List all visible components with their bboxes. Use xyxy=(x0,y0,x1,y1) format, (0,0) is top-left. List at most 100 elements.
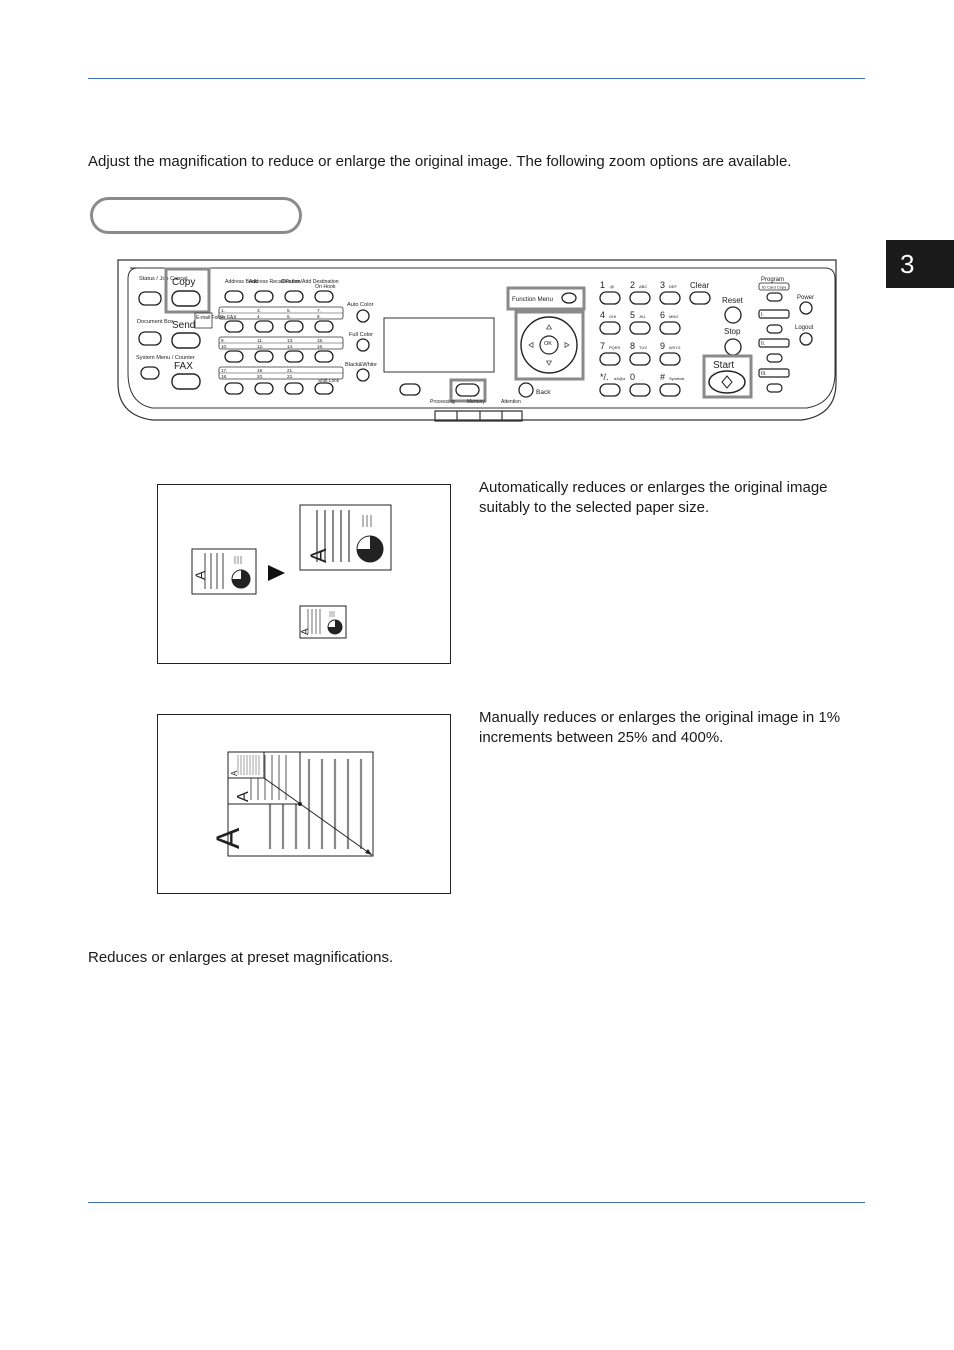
system-menu-button[interactable] xyxy=(140,366,160,380)
keypad-key-number: 6 xyxy=(660,310,665,320)
one-touch-key[interactable] xyxy=(254,290,274,303)
power-button[interactable] xyxy=(799,301,813,315)
stop-button[interactable] xyxy=(724,338,742,356)
keypad-key[interactable] xyxy=(629,383,651,397)
left-select-button[interactable] xyxy=(399,383,421,396)
back-label: Back xyxy=(536,389,551,396)
one-touch-key[interactable] xyxy=(284,382,304,395)
back-button[interactable] xyxy=(518,382,534,398)
keypad-key-number: 2 xyxy=(630,280,635,290)
copy-button[interactable] xyxy=(171,290,201,307)
status-label: Status / Job Cancel xyxy=(139,276,188,282)
one-touch-key[interactable] xyxy=(254,350,274,363)
clear-button[interactable] xyxy=(689,291,711,305)
keypad-key-letters: Symbols xyxy=(669,376,684,381)
svg-text:A: A xyxy=(192,570,208,580)
keypad-key-letters: TUV xyxy=(639,345,647,350)
nav-pad-highlight xyxy=(514,310,585,381)
one-touch-key[interactable] xyxy=(254,382,274,395)
ok-button[interactable] xyxy=(539,335,559,355)
small-original-sheet: A xyxy=(191,548,257,595)
one-touch-key[interactable] xyxy=(314,320,334,333)
keypad-key[interactable] xyxy=(599,291,621,305)
auto-zoom-description: Automatically reduces or enlarges the or… xyxy=(479,479,828,516)
status-job-cancel-button[interactable] xyxy=(138,291,162,306)
fax-label: FAX xyxy=(174,361,193,372)
function-menu-button[interactable] xyxy=(561,292,577,304)
one-touch-number: 19. xyxy=(257,368,263,373)
one-touch-number: 7. xyxy=(317,308,321,313)
logout-button[interactable] xyxy=(799,332,813,346)
one-touch-key[interactable] xyxy=(314,382,334,395)
keypad-key[interactable] xyxy=(629,321,651,335)
one-touch-number: 5. xyxy=(287,308,291,313)
shift-lock-label: Shift Lock xyxy=(318,378,340,384)
document-box-button[interactable] xyxy=(138,331,162,346)
keypad-key[interactable] xyxy=(629,352,651,366)
one-touch-key[interactable] xyxy=(254,320,274,333)
one-touch-key[interactable] xyxy=(224,350,244,363)
logout-label: Logout xyxy=(795,325,814,331)
auto-zoom-illustration: A A A xyxy=(191,504,392,639)
reset-button[interactable] xyxy=(724,306,742,324)
program-key[interactable] xyxy=(758,309,790,319)
send-button[interactable] xyxy=(171,332,201,349)
intro-text: Adjust the magnification to reduce or en… xyxy=(88,153,792,170)
keypad-key-letters: aA@a xyxy=(614,376,626,381)
keypad-key[interactable] xyxy=(599,352,621,366)
keypad-key[interactable] xyxy=(659,383,681,397)
right-select-highlight xyxy=(449,378,487,403)
fax-button[interactable] xyxy=(171,373,201,390)
one-touch-key[interactable] xyxy=(284,290,304,303)
header-rule xyxy=(88,78,865,79)
one-touch-key[interactable] xyxy=(314,290,334,303)
auto-color-label: Auto Color xyxy=(347,302,374,308)
one-touch-number: 6. xyxy=(287,314,291,319)
program-key-button[interactable] xyxy=(766,383,783,393)
one-touch-number: 9. xyxy=(221,338,225,343)
on-hook-label: On Hook xyxy=(315,284,336,290)
send-tag: E-mail Folder FAX xyxy=(196,315,237,321)
right-select-button[interactable] xyxy=(455,383,480,397)
program-key-label: III. xyxy=(761,371,767,377)
one-touch-key[interactable] xyxy=(314,350,334,363)
id-card-copy-label: ID Card Copy xyxy=(762,285,786,290)
program-button[interactable] xyxy=(766,292,783,302)
one-touch-key[interactable] xyxy=(284,320,304,333)
keypad-key[interactable] xyxy=(659,352,681,366)
keypad-key[interactable] xyxy=(659,291,681,305)
keypad-key-number: 1 xyxy=(600,280,605,290)
one-touch-key[interactable] xyxy=(284,350,304,363)
one-touch-key[interactable] xyxy=(224,382,244,395)
stop-label: Stop xyxy=(724,327,741,336)
keypad-key[interactable] xyxy=(599,383,621,397)
program-key[interactable] xyxy=(758,368,790,378)
full-color-button[interactable] xyxy=(356,338,370,352)
send-label: Send xyxy=(172,320,195,331)
black-white-button[interactable] xyxy=(356,368,370,382)
program-label: Program xyxy=(761,277,784,283)
attention-label: Attention xyxy=(501,399,521,405)
keypad-key[interactable] xyxy=(599,321,621,335)
copy-label: Copy xyxy=(172,277,195,288)
one-touch-key[interactable] xyxy=(224,320,244,333)
program-key-button[interactable] xyxy=(766,353,783,363)
start-highlight xyxy=(702,354,753,399)
program-key-button[interactable] xyxy=(766,324,783,334)
auto-color-button[interactable] xyxy=(356,309,370,323)
ok-label: OK xyxy=(544,341,552,347)
keypad-key-number: 0 xyxy=(630,372,635,382)
program-key-label: I. xyxy=(761,312,764,318)
program-key[interactable] xyxy=(758,338,790,348)
document-box-label: Document Box xyxy=(137,319,174,325)
keypad-key[interactable] xyxy=(659,321,681,335)
one-touch-number: 17. xyxy=(221,368,227,373)
keypad-key[interactable] xyxy=(629,291,651,305)
start-button[interactable] xyxy=(708,370,746,394)
lcd-display xyxy=(383,317,495,373)
one-touch-number: 2. xyxy=(221,314,225,319)
one-touch-key[interactable] xyxy=(224,290,244,303)
keypad-key-number: # xyxy=(660,372,665,382)
full-color-label: Full Color xyxy=(349,332,373,338)
chapter-tab: 3 xyxy=(886,240,954,288)
